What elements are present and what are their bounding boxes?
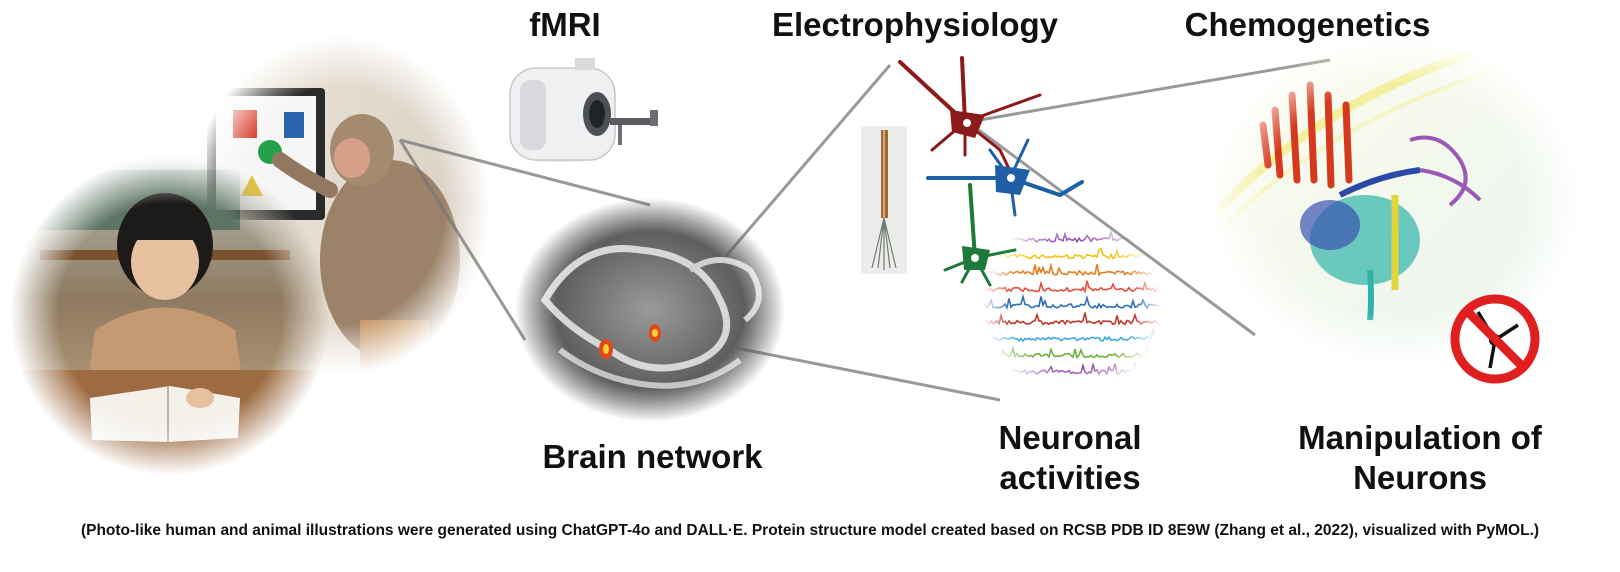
spike-trace bbox=[974, 312, 1170, 326]
label-chemogenetics: Chemogenetics bbox=[1184, 6, 1431, 43]
spike-trace bbox=[974, 327, 1170, 343]
electrode-illustration bbox=[861, 126, 907, 274]
label-manipulation-line1: Manipulation of bbox=[1298, 419, 1542, 456]
red-neuron bbox=[898, 56, 1042, 177]
spike-traces-illustration bbox=[974, 228, 1170, 376]
prohibition-icon bbox=[1450, 294, 1540, 384]
child-writing-illustration bbox=[0, 150, 340, 480]
label-fmri: fMRI bbox=[529, 6, 601, 43]
brain-slice-illustration bbox=[515, 198, 785, 422]
mri-scanner-illustration bbox=[509, 58, 658, 162]
spike-trace bbox=[974, 262, 1170, 277]
spike-trace bbox=[974, 293, 1170, 310]
label-manipulation-of-neurons: Manipulation of Neurons bbox=[1285, 418, 1555, 498]
spike-trace bbox=[974, 278, 1170, 294]
spike-trace bbox=[974, 244, 1170, 260]
neurons-illustration bbox=[898, 56, 1084, 287]
label-neuronal-line2: activities bbox=[999, 459, 1141, 496]
spike-trace bbox=[975, 228, 1170, 244]
spike-trace bbox=[974, 345, 1170, 360]
blue-neuron bbox=[926, 138, 1084, 217]
label-neuronal-line1: Neuronal bbox=[998, 419, 1142, 456]
label-neuronal-activities: Neuronal activities bbox=[975, 418, 1165, 498]
footer-caption: (Photo-like human and animal illustratio… bbox=[80, 522, 1540, 539]
label-electrophysiology: Electrophysiology bbox=[771, 6, 1059, 43]
label-brain-network: Brain network bbox=[542, 438, 763, 475]
label-manipulation-line2: Neurons bbox=[1353, 459, 1487, 496]
spike-trace bbox=[974, 360, 1170, 376]
green-neuron bbox=[943, 183, 1017, 287]
